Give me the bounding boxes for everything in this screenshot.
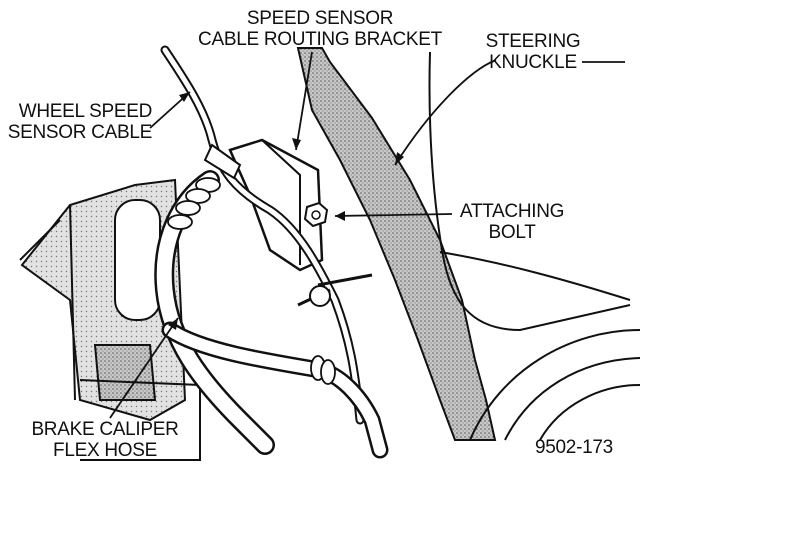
rotor-arc-inner [504,357,641,441]
caliper-face [69,204,76,401]
knuckle-outline [428,51,631,332]
knuckle-outline-upper [439,251,631,301]
cable-grommet [203,143,242,180]
label-attaching-bolt: ATTACHING BOLT [459,201,565,243]
label-brake-caliper-flex-hose: BRAKE CALIPER FLEX HOSE [31,419,179,461]
attaching-bolt [303,201,329,228]
caliper-lower [93,344,157,401]
rotor-arc-inner2 [539,384,641,441]
cut-line [19,219,61,261]
label-wheel-speed-sensor-cable: WHEEL SPEED SENSOR CABLE [7,101,153,143]
leader-lines [109,51,625,419]
steering-knuckle [296,47,497,441]
label-steering-knuckle: STEERING KNUCKLE [485,31,581,73]
figure-number: 9502-173 [535,437,613,458]
retaining-clip [309,285,331,307]
label-speed-sensor-bracket: SPEED SENSOR CABLE ROUTING BRACKET [198,8,442,50]
leader-arrowheads [168,92,404,330]
sensor-cable-inner [162,47,363,423]
caliper-base [79,379,201,461]
caliper-slot [114,199,161,321]
hose-crimp-rings [167,177,336,385]
rotor-arc [469,329,641,441]
